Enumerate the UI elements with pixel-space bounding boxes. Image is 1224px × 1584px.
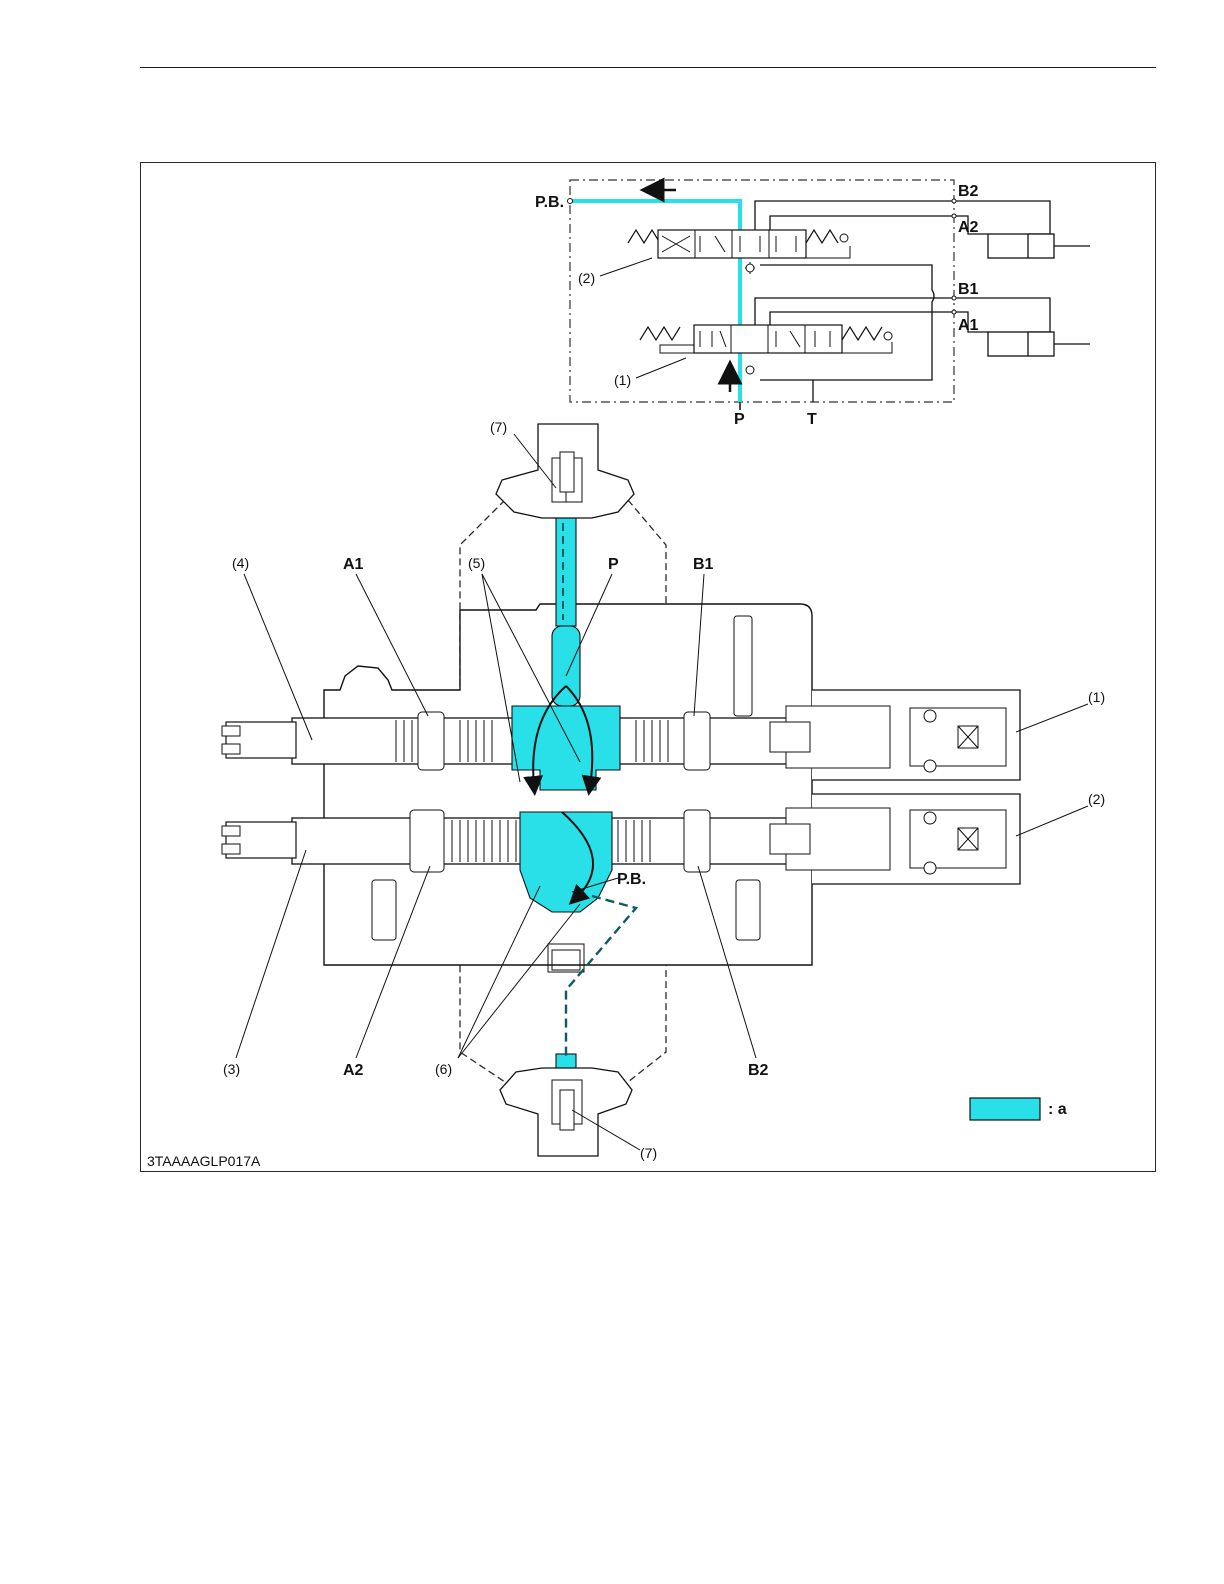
callout-6: (6) bbox=[435, 1061, 452, 1077]
callout-5: (5) bbox=[468, 555, 485, 571]
callout-1: (1) bbox=[1088, 689, 1105, 705]
schematic-label-b1: B1 bbox=[958, 281, 979, 298]
section-label-pb: P.B. bbox=[617, 871, 646, 888]
callout-7-bottom: (7) bbox=[640, 1145, 657, 1161]
section-label-b2: B2 bbox=[748, 1062, 769, 1079]
legend-swatch bbox=[970, 1098, 1040, 1120]
section-label-a2: A2 bbox=[343, 1062, 364, 1079]
schematic-label-p: P bbox=[734, 411, 745, 428]
callout-7-top: (7) bbox=[490, 419, 507, 435]
solenoid-assembly-2 bbox=[770, 794, 1020, 884]
schematic-valve-1 bbox=[640, 325, 892, 374]
section-label-p: P bbox=[608, 556, 619, 573]
cylinder-upper bbox=[988, 234, 1090, 258]
section-label-b1: B1 bbox=[693, 556, 714, 573]
sectional-view: (7) (4) A1 (5) P B1 (1) (2) P.B. (3) A2 … bbox=[222, 419, 1105, 1161]
callout-2: (2) bbox=[1088, 791, 1105, 807]
callout-2-schematic: (2) bbox=[578, 270, 595, 286]
schematic-valve-boundary bbox=[570, 180, 954, 402]
callout-4: (4) bbox=[232, 555, 249, 571]
lower-handle-housing bbox=[500, 1068, 632, 1156]
hydraulic-schematic: P.B. B2 A2 B1 A1 P T (2) (1) bbox=[535, 180, 1090, 428]
schematic-label-pb: P.B. bbox=[535, 194, 564, 211]
pb-port-dot bbox=[568, 199, 573, 204]
schematic-label-a1: A1 bbox=[958, 317, 979, 334]
return-line bbox=[760, 265, 934, 380]
schematic-label-b2: B2 bbox=[958, 183, 979, 200]
callout-3: (3) bbox=[223, 1061, 240, 1077]
legend: : a bbox=[970, 1098, 1067, 1120]
section-label-a1: A1 bbox=[343, 556, 364, 573]
callout-1-schematic: (1) bbox=[614, 372, 631, 388]
cylinder-lower bbox=[988, 332, 1090, 356]
legend-label: : a bbox=[1048, 1101, 1067, 1118]
schematic-label-t: T bbox=[807, 411, 817, 428]
schematic-label-a2: A2 bbox=[958, 219, 979, 236]
figure-code: 3TAAAAGLP017A bbox=[147, 1153, 261, 1169]
